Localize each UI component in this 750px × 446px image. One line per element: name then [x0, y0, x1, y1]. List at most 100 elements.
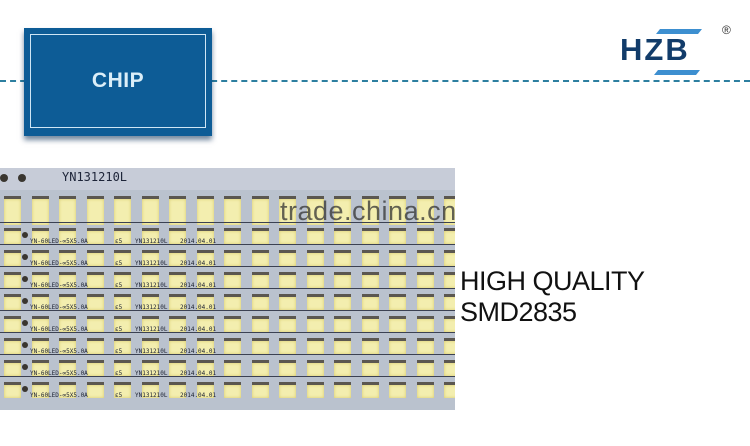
strip-hole: [22, 254, 28, 260]
led-chip: [389, 382, 406, 398]
led-chip: [59, 360, 76, 376]
led-chip: [86, 196, 104, 225]
dashed-divider: [0, 80, 750, 82]
led-chip: [196, 250, 214, 266]
led-chip: [196, 294, 214, 310]
led-chip: [31, 250, 49, 266]
led-chip: [224, 316, 241, 332]
led-chip: [59, 272, 76, 288]
led-chip: [224, 250, 241, 266]
led-chip: [31, 294, 49, 310]
led-chip: [114, 382, 131, 398]
led-chip: [444, 316, 455, 332]
led-chip: [4, 316, 21, 332]
led-chip: [416, 294, 434, 310]
led-chip: [4, 294, 21, 310]
led-chip: [31, 338, 49, 354]
led-chip: [334, 294, 351, 310]
led-chip: [4, 228, 21, 244]
silkscreen-text: 2014.04.01: [180, 392, 217, 399]
led-chip: [444, 250, 455, 266]
strip-hole: [22, 342, 28, 348]
logo-text: HZB: [620, 32, 690, 67]
silkscreen-text: ε5: [115, 260, 123, 267]
led-chip: [251, 316, 269, 332]
strip-divider: [0, 376, 455, 377]
led-chip: [361, 338, 379, 354]
led-chip: [334, 382, 351, 398]
silkscreen-text: YN-60LED-∞5X5.0A: [30, 260, 88, 267]
silkscreen-text: YN131210L: [135, 370, 168, 377]
section-label: CHIP: [91, 69, 145, 92]
led-chip: [169, 272, 186, 288]
silkscreen-text: YN-60LED-∞5X5.0A: [30, 392, 88, 399]
led-chip: [31, 360, 49, 376]
silkscreen-text: YN-60LED-∞5X5.0A: [30, 282, 88, 289]
led-chip: [141, 382, 159, 398]
led-chip: [416, 272, 434, 288]
silkscreen-text: ε5: [115, 304, 123, 311]
led-chip: [279, 360, 296, 376]
silkscreen-text: 2014.04.01: [180, 304, 217, 311]
silkscreen-text: ε5: [115, 348, 123, 355]
led-chip: [251, 294, 269, 310]
led-chip: [224, 360, 241, 376]
led-chip: [389, 228, 406, 244]
led-chip: [114, 228, 131, 244]
led-chip: [416, 382, 434, 398]
silkscreen-text: 2014.04.01: [180, 260, 217, 267]
silkscreen-text: YN131210L: [135, 304, 168, 311]
led-chip: [59, 250, 76, 266]
led-chip: [224, 196, 241, 225]
silkscreen-text: 2014.04.01: [180, 326, 217, 333]
led-chip: [59, 294, 76, 310]
section-badge: CHIP: [24, 28, 212, 136]
silkscreen-text: 2014.04.01: [180, 238, 217, 245]
led-chip: [444, 272, 455, 288]
led-chip: [196, 272, 214, 288]
led-chip: [169, 228, 186, 244]
led-chip: [4, 338, 21, 354]
silkscreen-text: 2014.04.01: [180, 348, 217, 355]
silkscreen-text: YN131210L: [135, 392, 168, 399]
silkscreen-text: ε5: [115, 392, 123, 399]
led-chip: [279, 316, 296, 332]
led-chip: [169, 294, 186, 310]
led-chip: [251, 360, 269, 376]
led-chip: [306, 338, 324, 354]
silkscreen-text: YN-60LED-∞5X5.0A: [30, 238, 88, 245]
led-chip: [59, 338, 76, 354]
led-chip: [444, 294, 455, 310]
led-chip: [444, 382, 455, 398]
led-chip: [86, 316, 104, 332]
silkscreen-text: ε5: [115, 326, 123, 333]
led-chip: [59, 316, 76, 332]
led-chip: [4, 360, 21, 376]
strip-divider: [0, 310, 455, 311]
led-chip: [31, 316, 49, 332]
strip-divider: [0, 332, 455, 333]
led-chip: [389, 338, 406, 354]
led-chip: [141, 338, 159, 354]
led-chip: [306, 360, 324, 376]
led-chip: [361, 360, 379, 376]
led-chip: [361, 294, 379, 310]
silkscreen-text: ε5: [115, 370, 123, 377]
strip-hole: [22, 232, 28, 238]
led-chip: [251, 338, 269, 354]
led-chip: [251, 196, 269, 225]
led-chip: [334, 250, 351, 266]
led-chip: [141, 250, 159, 266]
led-chip: [114, 196, 131, 225]
headline: HIGH QUALITY SMD2835: [460, 266, 645, 327]
silkscreen-text: YN-60LED-∞5X5.0A: [30, 326, 88, 333]
led-chip: [141, 316, 159, 332]
strip-divider: [0, 266, 455, 267]
mount-hole: [18, 174, 26, 182]
led-chip: [31, 196, 49, 225]
led-chip: [361, 272, 379, 288]
led-chip: [416, 316, 434, 332]
led-chip: [279, 228, 296, 244]
led-chip: [59, 382, 76, 398]
led-chip: [251, 250, 269, 266]
